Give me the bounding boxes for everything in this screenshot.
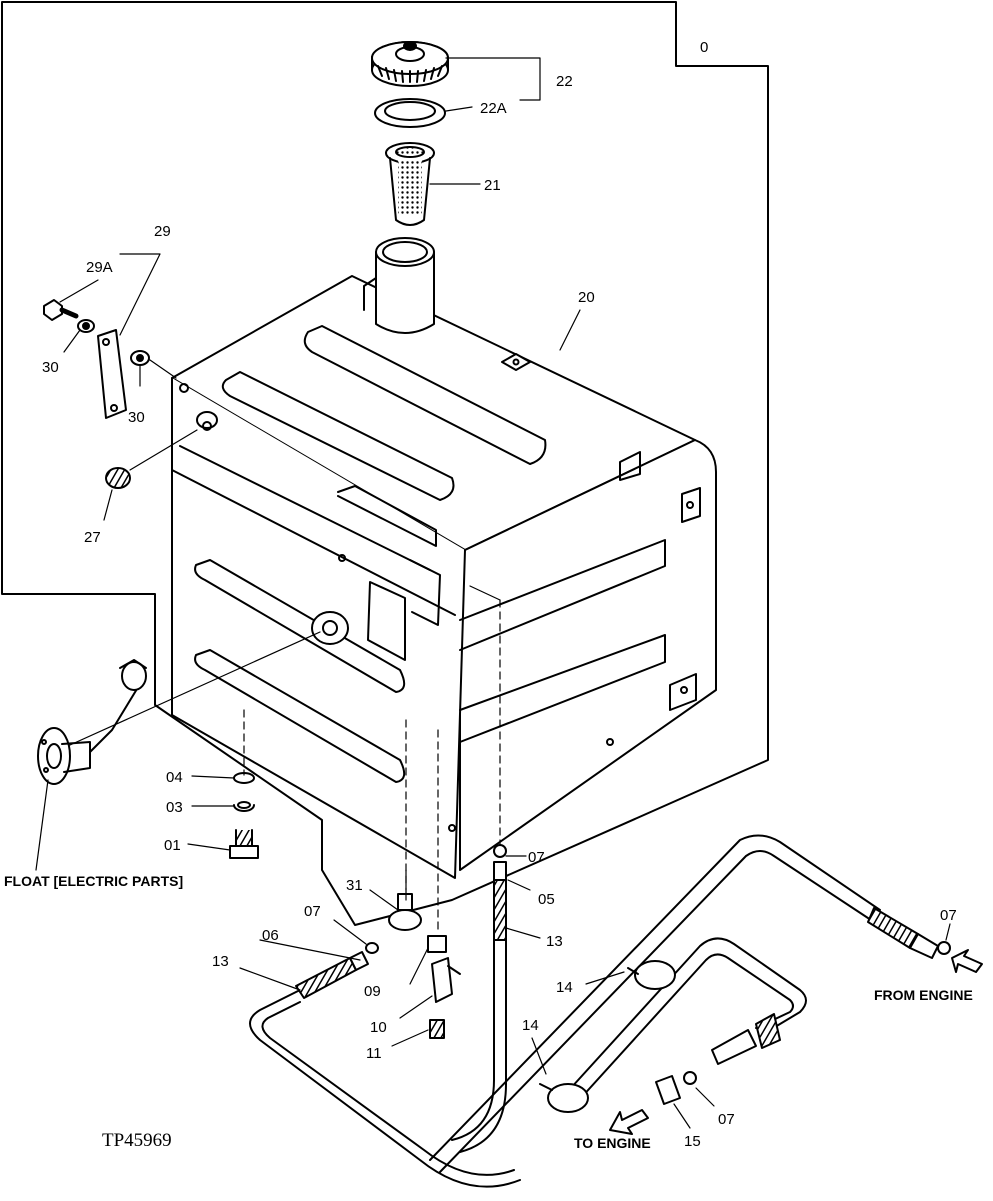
- callout-05: 05: [538, 891, 555, 908]
- fuel-tank: [171, 237, 717, 879]
- callout-10: 10: [370, 1019, 387, 1036]
- group-index-label: 0: [700, 39, 708, 56]
- callout-04: 04: [166, 769, 183, 786]
- callout-14: 14: [522, 1017, 539, 1034]
- callout-11: 11: [366, 1045, 382, 1062]
- callout-15: 15: [684, 1133, 701, 1150]
- callout-03: 03: [166, 799, 183, 816]
- callout-22a: 22A: [480, 100, 507, 117]
- assembly-boundary: [1, 1, 769, 926]
- figure-reference: TP45969: [102, 1130, 172, 1151]
- tank-fitting: [365, 844, 951, 1105]
- brace-bar: [97, 329, 127, 419]
- to-engine-caption: TO ENGINE: [574, 1135, 651, 1151]
- fuel-strainer: [385, 142, 435, 226]
- cap-gasket: [374, 98, 446, 128]
- float-caption: FLOAT [ELECTRIC PARTS]: [4, 873, 183, 889]
- assembly-leaders: [69, 359, 501, 901]
- callout-07: 07: [718, 1111, 735, 1128]
- callout-01: 01: [164, 837, 181, 854]
- callout-31: 31: [346, 877, 363, 894]
- drain-plug: [105, 467, 131, 489]
- washer: [77, 319, 150, 366]
- fuel-cap: [371, 41, 449, 87]
- mounting-bolt: [229, 772, 259, 859]
- callout-30: 30: [128, 409, 145, 426]
- callout-29a: 29A: [86, 259, 113, 276]
- callout-13: 13: [212, 953, 229, 970]
- callout-labels: 22 22A 21 29 29A 30 30 20 27 04 03 01 07…: [42, 73, 957, 1150]
- callout-30: 30: [42, 359, 59, 376]
- brace-bolt: [43, 299, 79, 321]
- callout-14: 14: [556, 979, 573, 996]
- arrow-to-engine-icon: [609, 1109, 649, 1135]
- callout-07: 07: [304, 903, 321, 920]
- arrow-from-engine-icon: [951, 949, 983, 973]
- callout-22: 22: [556, 73, 573, 90]
- callout-07: 07: [940, 907, 957, 924]
- callout-21: 21: [484, 177, 501, 194]
- callout-07: 07: [528, 849, 545, 866]
- fuel-lines: [249, 834, 939, 1188]
- callout-09: 09: [364, 983, 381, 1000]
- callout-13: 13: [546, 933, 563, 950]
- callout-leaders: [35, 57, 951, 1129]
- callout-06: 06: [262, 927, 279, 944]
- alignment-lines: [243, 599, 501, 931]
- callout-20: 20: [578, 289, 595, 306]
- callout-27: 27: [84, 529, 101, 546]
- float-sender: [37, 659, 147, 785]
- from-engine-caption: FROM ENGINE: [874, 987, 973, 1003]
- callout-29: 29: [154, 223, 171, 240]
